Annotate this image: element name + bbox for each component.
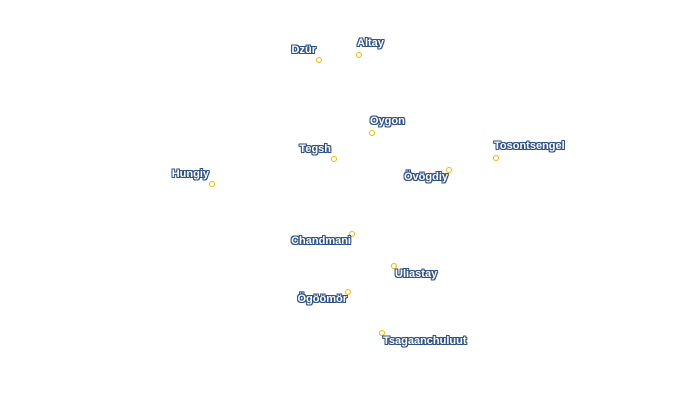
place-label: Hungiy — [171, 168, 209, 180]
place-label: Tsagaanchuluut — [383, 335, 467, 347]
place-marker[interactable] — [391, 263, 397, 269]
place-marker[interactable] — [369, 130, 375, 136]
place-label: Chandmani — [291, 235, 351, 247]
place-label: Övögdiy — [403, 171, 448, 183]
place-marker[interactable] — [379, 330, 385, 336]
place-label: Tosontsengel — [494, 140, 565, 152]
place-marker[interactable] — [316, 57, 322, 63]
place-marker[interactable] — [345, 289, 351, 295]
place-label: Tegsh — [299, 143, 331, 155]
place-label: Altay — [357, 37, 384, 49]
place-label: Ögöömör — [297, 293, 348, 305]
place-label: Dzür — [291, 44, 316, 56]
place-marker[interactable] — [349, 231, 355, 237]
place-marker[interactable] — [356, 52, 362, 58]
place-marker[interactable] — [331, 156, 337, 162]
place-marker[interactable] — [209, 181, 215, 187]
place-label: Oygon — [370, 115, 405, 127]
place-marker[interactable] — [446, 167, 452, 173]
place-label: Uliastay — [395, 268, 438, 280]
place-marker[interactable] — [493, 155, 499, 161]
